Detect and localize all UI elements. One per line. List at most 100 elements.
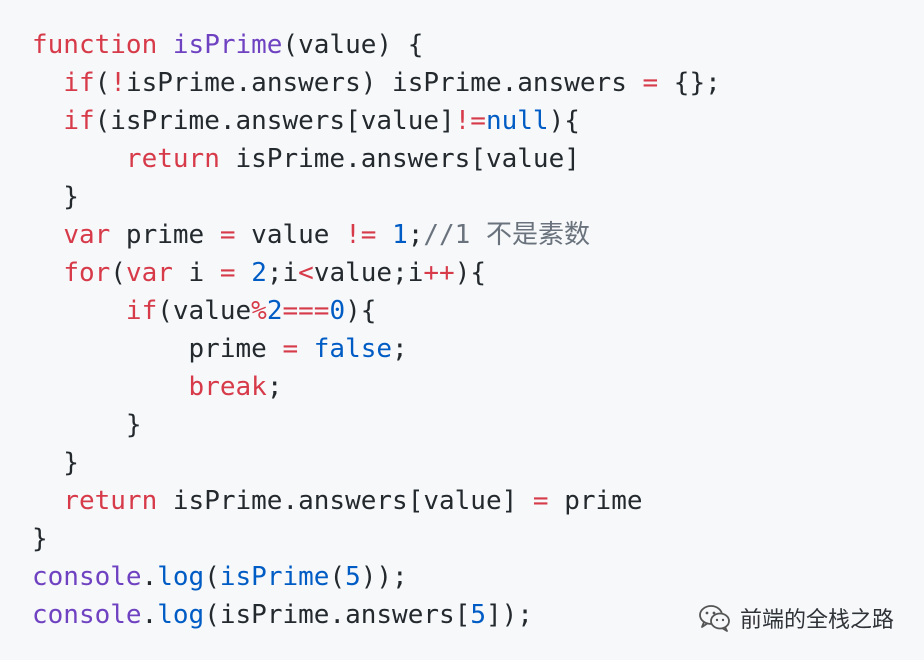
code-token: } [32, 448, 79, 478]
code-token: ! [110, 68, 126, 98]
code-token: } [32, 410, 142, 440]
code-token: . [141, 600, 158, 630]
code-token: 2 [266, 296, 283, 326]
code-token: ]); [485, 600, 533, 630]
code-token: (isPrime.answers[value] [94, 106, 455, 136]
code-token: for [63, 258, 111, 288]
code-line: function isPrime(value) { [32, 26, 924, 64]
code-token: (isPrime.answers[ [204, 600, 471, 630]
wechat-icon [698, 604, 732, 632]
code-token: ( [329, 562, 346, 592]
code-line: } [32, 444, 924, 482]
code-token: break [188, 372, 267, 402]
code-token [32, 372, 189, 402]
code-token: = [219, 220, 236, 250]
code-token: log [157, 600, 205, 630]
code-token [32, 296, 126, 326]
code-line: for(var i = 2;i<value;i++){ [32, 254, 924, 292]
code-token: ( [94, 68, 111, 98]
code-token [236, 258, 252, 288]
code-token: if [125, 296, 158, 326]
code-token: 1 [392, 220, 408, 250]
code-token: 5 [345, 562, 361, 592]
code-token: function [32, 30, 158, 60]
code-line: var prime = value != 1;//1 不是素数 [32, 216, 924, 254]
code-token: ){ [548, 106, 580, 136]
code-token [376, 220, 392, 250]
code-token: {}; [658, 68, 721, 98]
code-token: < [298, 258, 314, 288]
code-token: //1 不是素数 [423, 220, 590, 250]
code-token: isPrime [172, 30, 283, 60]
code-token: % [251, 296, 267, 326]
code-line: } [32, 178, 924, 216]
code-token: ){ [454, 258, 487, 288]
code-line: if(value%2===0){ [32, 292, 924, 330]
code-token: prime [110, 220, 220, 250]
code-line: } [32, 520, 924, 558]
code-token: )); [360, 562, 408, 592]
code-token: ; [392, 334, 408, 364]
code-token [298, 334, 314, 364]
code-token: isPrime.answers) isPrime.answers [125, 68, 643, 98]
code-token: isPrime.answers[value] [157, 486, 533, 516]
code-token: value [235, 220, 346, 250]
code-token: 0 [329, 296, 346, 326]
code-token [32, 220, 63, 250]
code-token: != [345, 220, 377, 250]
code-line: return isPrime.answers[value] = prime [32, 482, 924, 520]
code-token: 5 [470, 600, 486, 630]
code-token: ;i [266, 258, 299, 288]
code-token: console [32, 562, 142, 592]
code-line: break; [32, 368, 924, 406]
code-token: } [32, 182, 79, 212]
code-token: ){ [345, 296, 377, 326]
code-token: ; [407, 220, 424, 250]
code-token: console [32, 600, 142, 630]
code-token [32, 106, 63, 136]
code-token: if [63, 106, 95, 136]
watermark-text: 前端的全栈之路 [739, 608, 894, 633]
code-token: var [63, 220, 111, 250]
code-token: if [63, 68, 95, 98]
code-token: (value) { [282, 30, 424, 60]
code-token [32, 68, 63, 98]
code-token [32, 258, 63, 288]
code-token [157, 30, 173, 60]
code-line: return isPrime.answers[value] [32, 140, 924, 178]
code-block: function isPrime(value) { if(!isPrime.an… [32, 26, 924, 634]
code-line: console.log(isPrime(5)); [32, 558, 924, 596]
code-line: if(!isPrime.answers) isPrime.answers = {… [32, 64, 924, 102]
code-token [32, 144, 126, 174]
code-token: === [282, 296, 330, 326]
code-token: } [32, 524, 48, 554]
code-token: isPrime.answers[value] [219, 144, 580, 174]
code-token: != [454, 106, 486, 136]
code-token: prime [32, 334, 283, 364]
code-token: = [219, 258, 236, 288]
code-token: ; [266, 372, 283, 402]
code-token: return [125, 144, 220, 174]
code-token: i [172, 258, 220, 288]
code-token: prime [548, 486, 643, 516]
code-token [32, 486, 63, 516]
code-token: isPrime [219, 562, 330, 592]
code-token: (value [157, 296, 252, 326]
code-token: false [313, 334, 393, 364]
code-line: prime = false; [32, 330, 924, 368]
code-token: = [642, 68, 659, 98]
code-token: log [157, 562, 205, 592]
code-token: return [63, 486, 158, 516]
code-token: ( [204, 562, 220, 592]
code-line: if(isPrime.answers[value]!=null){ [32, 102, 924, 140]
code-token: ( [110, 258, 126, 288]
code-token: = [282, 334, 299, 364]
code-token: 2 [251, 258, 267, 288]
code-token: value;i [313, 258, 424, 288]
code-line: } [32, 406, 924, 444]
code-line: console.log(isPrime.answers[5]); [32, 596, 924, 634]
code-token: . [141, 562, 158, 592]
code-token: var [125, 258, 173, 288]
code-token: = [532, 486, 549, 516]
